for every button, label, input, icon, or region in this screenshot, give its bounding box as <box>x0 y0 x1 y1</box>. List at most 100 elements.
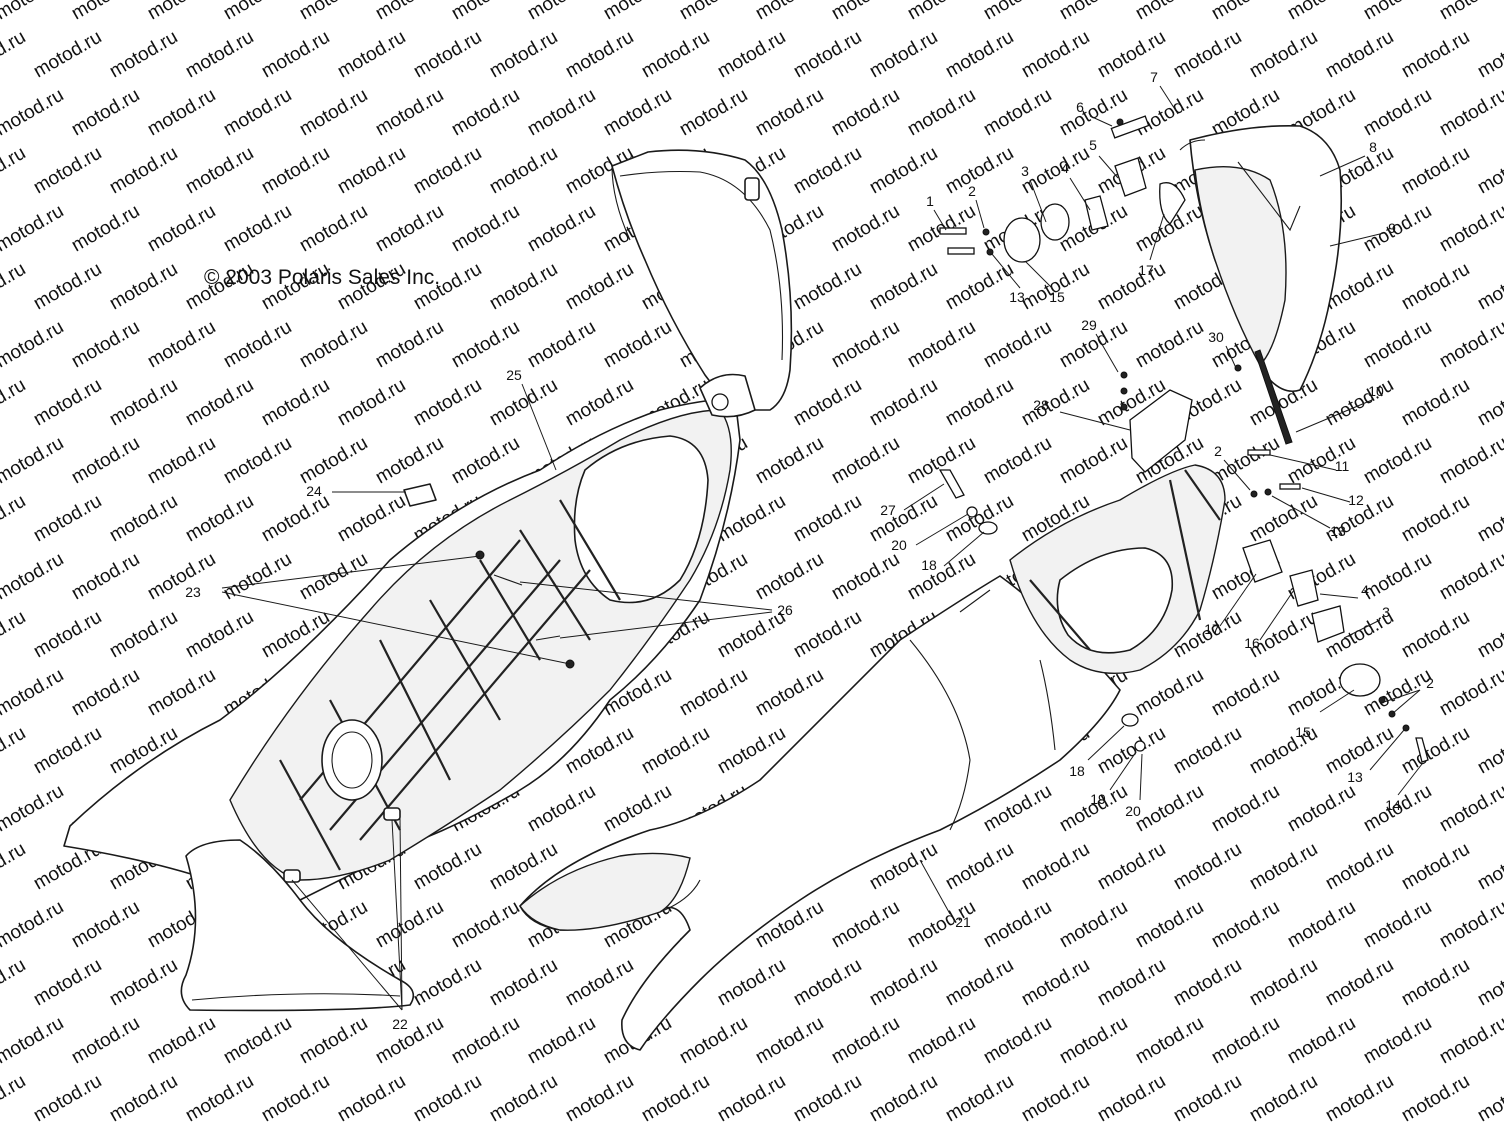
watermark-text: motod.ru <box>1436 665 1504 721</box>
watermark-text: motod.ru <box>448 317 523 373</box>
callout-27: 27 <box>880 502 896 518</box>
watermark-text: motod.ru <box>1094 259 1169 315</box>
watermark-text: motod.ru <box>1246 955 1321 1011</box>
callout-3: 3 <box>1382 604 1390 620</box>
bumper-pad <box>383 807 401 821</box>
watermark-text: motod.ru <box>1094 1071 1169 1127</box>
watermark-text: motod.ru <box>1132 1013 1207 1069</box>
watermark-text: motod.ru <box>1436 897 1504 953</box>
watermark-text: motod.ru <box>182 143 257 199</box>
callout-25: 25 <box>506 367 522 383</box>
pin <box>1247 449 1271 456</box>
watermark-text: motod.ru <box>182 491 257 547</box>
callout-13: 13 <box>1330 523 1346 539</box>
watermark-text: motod.ru <box>0 781 67 837</box>
watermark-text: motod.ru <box>220 433 295 489</box>
callout-11: 11 <box>1335 458 1350 474</box>
watermark-text: motod.ru <box>790 955 865 1011</box>
callout-13: 13 <box>1347 769 1363 785</box>
watermark-text: motod.ru <box>106 955 181 1011</box>
screw <box>939 227 967 235</box>
watermark-text: motod.ru <box>1170 955 1245 1011</box>
watermark-text: motod.ru <box>1360 317 1435 373</box>
watermark-text: motod.ru <box>372 1013 447 1069</box>
watermark-text: motod.ru <box>524 317 599 373</box>
watermark-text: motod.ru <box>1398 607 1473 663</box>
watermark-text: motod.ru <box>1170 1071 1245 1127</box>
watermark-text: motod.ru <box>0 259 29 315</box>
watermark-text: motod.ru <box>866 955 941 1011</box>
callout-3: 3 <box>1021 163 1029 179</box>
watermark-text: motod.ru <box>0 27 29 83</box>
callout-13: 13 <box>1009 289 1025 305</box>
seat-cover <box>519 575 1121 1051</box>
watermark-text: motod.ru <box>182 27 257 83</box>
watermark-text: motod.ru <box>0 433 67 489</box>
watermark-text: motod.ru <box>486 1071 561 1127</box>
watermark-text: motod.ru <box>106 607 181 663</box>
callout-30: 30 <box>1208 329 1224 345</box>
watermark-text: motod.ru <box>562 259 637 315</box>
watermark-text: motod.ru <box>1360 897 1435 953</box>
watermark-text: motod.ru <box>0 375 29 431</box>
watermark-text: motod.ru <box>220 317 295 373</box>
callout-1: 1 <box>926 193 934 209</box>
watermark-text: motod.ru <box>182 1071 257 1127</box>
watermark-text: motod.ru <box>410 955 485 1011</box>
watermark-text: motod.ru <box>1132 85 1207 141</box>
watermark-text: motod.ru <box>942 955 1017 1011</box>
watermark-text: motod.ru <box>714 27 789 83</box>
watermark-text: motod.ru <box>942 27 1017 83</box>
watermark-text: motod.ru <box>1360 1013 1435 1069</box>
watermark-text: motod.ru <box>980 1013 1055 1069</box>
mounting-bracket <box>1129 389 1193 473</box>
watermark-text: motod.ru <box>942 259 1017 315</box>
callout-10: 10 <box>1368 383 1384 399</box>
watermark-text: motod.ru <box>1132 665 1207 721</box>
watermark-text: motod.ru <box>144 85 219 141</box>
watermark-text: motod.ru <box>866 375 941 431</box>
watermark-text: motod.ru <box>1132 0 1207 24</box>
watermark-text: motod.ru <box>1284 897 1359 953</box>
watermark-text: motod.ru <box>258 1071 333 1127</box>
watermark-text: motod.ru <box>410 839 485 895</box>
watermark-text: motod.ru <box>676 0 751 24</box>
watermark-text: motod.ru <box>258 143 333 199</box>
watermark-text: motod.ru <box>486 375 561 431</box>
watermark-text: motod.ru <box>30 1071 105 1127</box>
watermark-text: motod.ru <box>790 1071 865 1127</box>
callout-22: 22 <box>392 1016 408 1032</box>
watermark-text: motod.ru <box>0 549 67 605</box>
watermark-text: motod.ru <box>790 143 865 199</box>
callout-23: 23 <box>185 584 201 600</box>
callout-29: 29 <box>1081 317 1097 333</box>
watermark-text: motod.ru <box>410 1071 485 1127</box>
watermark-text: motod.ru <box>904 85 979 141</box>
watermark-text: motod.ru <box>448 201 523 257</box>
watermark-text: motod.ru <box>296 201 371 257</box>
watermark-text: motod.ru <box>1246 1071 1321 1127</box>
watermark-text: motod.ru <box>562 375 637 431</box>
watermark-text: motod.ru <box>752 549 827 605</box>
watermark-text: motod.ru <box>68 317 143 373</box>
watermark-text: motod.ru <box>1322 375 1397 431</box>
watermark-text: motod.ru <box>410 143 485 199</box>
pin <box>1279 483 1301 490</box>
watermark-text: motod.ru <box>980 897 1055 953</box>
watermark-text: motod.ru <box>1208 1013 1283 1069</box>
hardware <box>938 115 1429 763</box>
watermark-text: motod.ru <box>1246 27 1321 83</box>
watermark-text: motod.ru <box>0 143 29 199</box>
watermark-text: motod.ru <box>30 259 105 315</box>
watermark-text: motod.ru <box>486 955 561 1011</box>
watermark-text: motod.ru <box>1398 955 1473 1011</box>
watermark-text: motod.ru <box>562 955 637 1011</box>
watermark-text: motod.ru <box>30 375 105 431</box>
screw <box>947 247 975 255</box>
callout-26: 26 <box>777 602 793 618</box>
watermark-text: motod.ru <box>828 85 903 141</box>
watermark-text: motod.ru <box>296 0 371 24</box>
seat-cushion <box>611 149 793 411</box>
watermark-text: motod.ru <box>1398 143 1473 199</box>
striker-plate <box>1040 203 1070 241</box>
